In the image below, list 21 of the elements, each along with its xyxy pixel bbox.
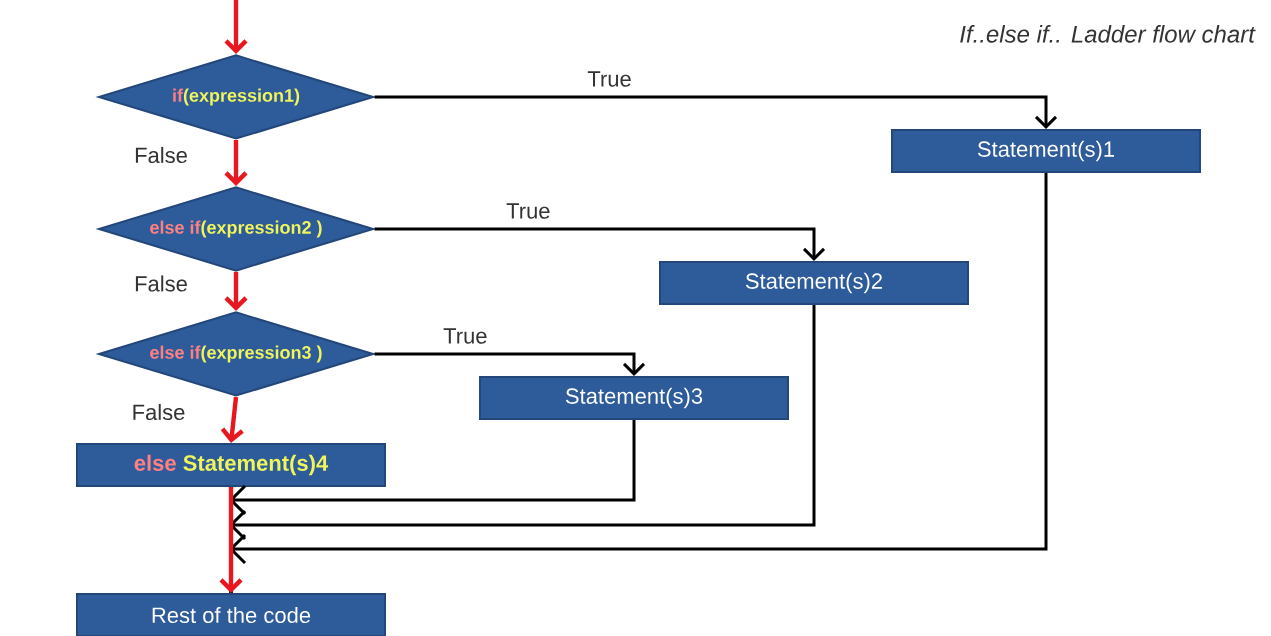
arrow	[224, 272, 248, 311]
edge-label: True	[587, 71, 631, 87]
edge-label: True	[443, 328, 487, 344]
arrow	[374, 227, 826, 261]
arrow	[228, 171, 1048, 595]
process-box: Rest of the code	[76, 593, 386, 636]
arrow	[374, 352, 646, 376]
edge-label: False	[135, 275, 187, 292]
arrow	[219, 487, 243, 593]
edge-label: False	[133, 403, 185, 421]
arrow	[224, 0, 248, 54]
process-box: else Statement(s)4	[76, 443, 386, 487]
title: If..else if.. Ladder flow chart	[960, 25, 1256, 43]
process-box: Statement(s)2	[659, 261, 969, 305]
edge-label: False	[135, 146, 187, 164]
process-box: Statement(s)3	[479, 376, 789, 420]
arrow	[374, 95, 1058, 129]
edge-label: True	[506, 203, 550, 219]
process-box: Statement(s)1	[891, 129, 1201, 173]
arrow	[224, 140, 248, 186]
arrow	[220, 396, 244, 443]
